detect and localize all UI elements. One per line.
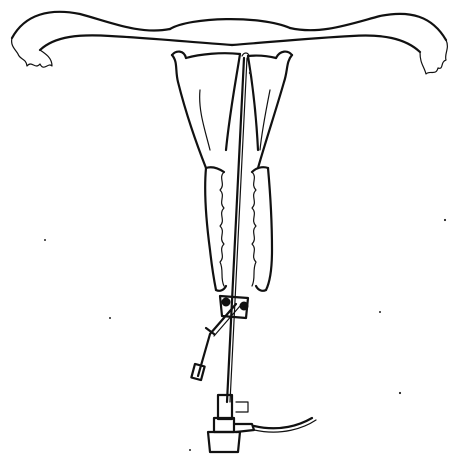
tenaculum [191,296,248,380]
cervix-left-top [206,167,224,172]
external-os-left [216,286,226,291]
light-cable-connector [234,424,254,432]
endometrium-right [248,56,276,58]
scope-sheath [227,58,244,402]
cervix-right-outline [266,168,272,290]
eyepiece [208,432,240,452]
light-cable-inlet [236,402,248,412]
myometrium-left [200,90,210,150]
left-fallopian-tube [12,12,170,38]
left-fallopian-tube-lower [40,35,232,50]
left-fimbriae [12,38,52,67]
cervix-left-outline [205,168,216,290]
scope-sheath-inner [230,58,247,402]
inner-cavity-left [226,54,240,150]
endometrium-left [186,53,240,58]
cervical-canal-folds-left [220,172,224,286]
right-fallopian-tube-lower [232,36,420,52]
scan-specks [44,72,446,451]
tenaculum-arm-inner [214,306,240,336]
uterine-fundus [170,19,290,29]
scope-handle [208,395,254,452]
uterus [12,12,448,168]
tenaculum-joint-left [222,298,230,306]
cervical-canal-folds-right [252,172,256,286]
external-os-right [256,286,266,291]
inner-cavity-right [248,56,258,150]
right-fimbriae [420,40,447,74]
cervix-right-top [252,167,268,172]
uterine-cavity-right [258,55,292,168]
